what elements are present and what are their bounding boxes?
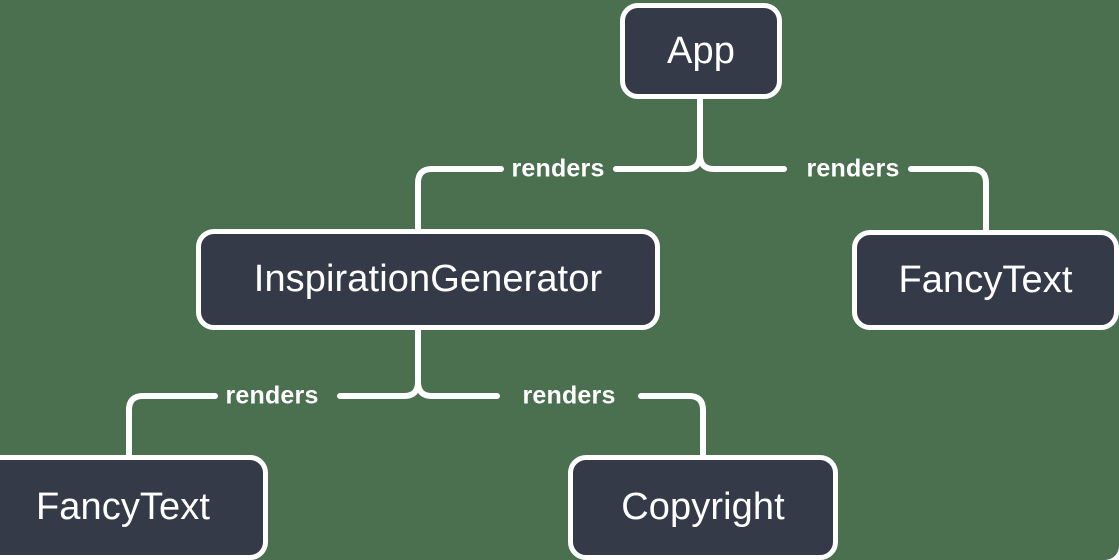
edge-app-stem-right [697, 96, 787, 172]
edge-inspiration-stem [337, 327, 421, 399]
edge-inspiration-to-fancytext [126, 393, 218, 458]
edge-app-to-inspiration-generator [415, 166, 504, 232]
node-app-label: App [667, 29, 735, 72]
node-fancytext-bottom-left-label: FancyText [35, 486, 211, 528]
edge-app-to-fancytext-right [908, 166, 989, 233]
edge-label-inspiration-to-fancytext: renders [225, 381, 319, 410]
node-fancytext-right[interactable]: FancyText [852, 230, 1119, 330]
node-copyright-label: Copyright [621, 486, 785, 528]
node-fancytext-bottom-left[interactable]: FancyText [0, 455, 268, 560]
edge-inspiration-to-copyright [638, 393, 706, 458]
edge-app-stem [613, 96, 703, 172]
node-inspiration-generator[interactable]: InspirationGenerator [196, 229, 660, 330]
node-inspiration-generator-label: InspirationGenerator [253, 258, 603, 300]
edge-label-app-to-inspiration-generator: renders [511, 154, 605, 183]
edge-label-app-to-fancytext-right: renders [806, 154, 900, 183]
edge-inspiration-stem-right [415, 327, 500, 399]
node-copyright[interactable]: Copyright [568, 455, 838, 560]
edge-label-inspiration-to-copyright: renders [522, 381, 616, 410]
node-fancytext-right-label: FancyText [898, 258, 1073, 301]
node-app[interactable]: App [620, 3, 782, 99]
